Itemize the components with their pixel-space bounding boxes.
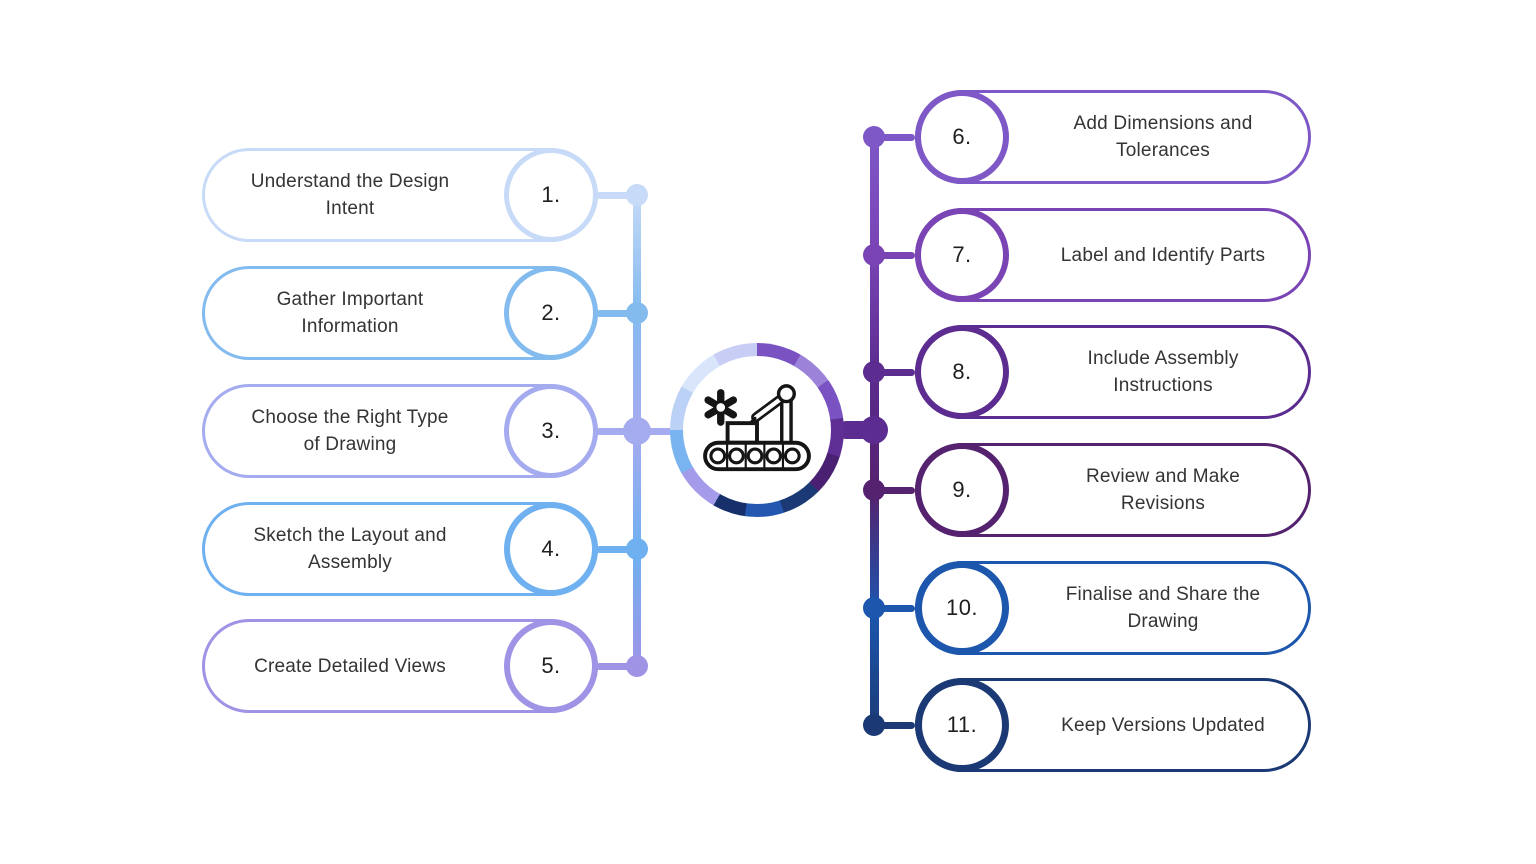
step-5-number-circle: 5. (504, 619, 598, 713)
step-10-connector (874, 605, 915, 612)
step-10-junction-dot (863, 597, 885, 619)
step-3-junction-dot (623, 417, 651, 445)
step-7-connector (874, 252, 915, 259)
step-5-label: Create Detailed Views (254, 655, 446, 677)
step-1-junction-dot (626, 184, 648, 206)
step-2-number-circle: 2. (504, 266, 598, 360)
step-6-junction-dot (863, 126, 885, 148)
hub-right-junction-dot (860, 416, 888, 444)
step-2-connector (596, 310, 630, 317)
step-1-label: Understand the Design Intent (250, 171, 450, 219)
step-11-number: 11. (946, 712, 978, 737)
step-8-connector (874, 369, 915, 376)
step-4-number-circle: 4. (504, 502, 598, 596)
step-7-junction-dot (863, 244, 885, 266)
step-10-label: Finalise and Share the Drawing (1065, 584, 1261, 632)
step-5-junction-dot (626, 655, 648, 677)
step-11-label: Keep Versions Updated (1061, 714, 1265, 736)
step-9-label: Review and Make Revisions (1085, 466, 1241, 514)
step-1-connector (596, 192, 630, 199)
step-9-number-circle: 9. (915, 443, 1009, 537)
step-3-label: Choose the Right Type of Drawing (251, 407, 449, 455)
step-10-number-circle: 10. (915, 561, 1009, 655)
step-1-number: 1. (541, 182, 561, 207)
step-9-number: 9. (952, 477, 972, 502)
factory-automation-icon (703, 384, 811, 472)
step-5-number: 5. (541, 653, 561, 678)
step-10-number: 10. (945, 595, 979, 620)
step-4-number: 4. (541, 536, 561, 561)
step-11-number-circle: 11. (915, 678, 1009, 772)
step-2-number: 2. (541, 300, 561, 325)
step-8-number-circle: 8. (915, 325, 1009, 419)
step-3-number: 3. (541, 418, 561, 443)
step-4-connector (596, 546, 630, 553)
step-4-label: Sketch the Layout and Assembly (253, 525, 447, 573)
step-6-number: 6. (952, 124, 972, 149)
step-6-label: Add Dimensions and Tolerances (1073, 113, 1253, 161)
step-1-number-circle: 1. (504, 148, 598, 242)
step-7-number-circle: 7. (915, 208, 1009, 302)
step-11-junction-dot (863, 714, 885, 736)
step-8-junction-dot (863, 361, 885, 383)
step-4-junction-dot (626, 538, 648, 560)
step-8-label: Include Assembly Instructions (1087, 348, 1239, 396)
step-9-connector (874, 487, 915, 494)
step-5-connector (596, 663, 630, 670)
step-11-connector (874, 722, 915, 729)
step-6-connector (874, 134, 915, 141)
step-6-number-circle: 6. (915, 90, 1009, 184)
step-9-junction-dot (863, 479, 885, 501)
step-8-number: 8. (952, 359, 972, 384)
step-3-number-circle: 3. (504, 384, 598, 478)
step-7-label: Label and Identify Parts (1060, 244, 1266, 266)
step-7-number: 7. (952, 242, 972, 267)
step-2-label: Gather Important Information (276, 289, 424, 337)
hub-ring (670, 343, 844, 517)
step-2-junction-dot (626, 302, 648, 324)
